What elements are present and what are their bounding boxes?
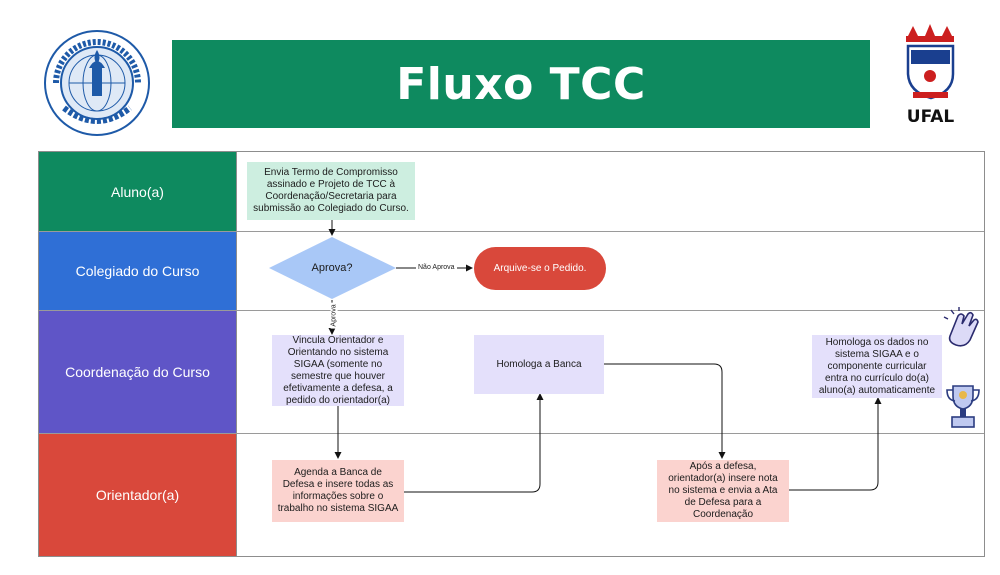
node-aprova-decision: Aprova? [311,262,353,274]
lane-header-aluno: Aluno(a) [39,152,237,231]
edge-label-nao-aprova: Não Aprova [416,264,457,271]
page-title: Fluxo TCC [396,58,646,110]
node-agenda-banca: Agenda a Banca de Defesa e insere todas … [272,460,404,522]
lane-header-coordenacao: Coordenação do Curso [39,311,237,433]
lane-header-orientador: Orientador(a) [39,434,237,556]
title-banner: Fluxo TCC [172,40,870,128]
edge-homologa-apos [604,363,726,459]
node-homologa-dados: Homologa os dados no sistema SIGAA e o c… [812,335,942,398]
decision-diamond [269,237,396,299]
swimlane-table: Aluno(a) Colegiado do Curso Coordenação … [38,151,985,557]
node-homologa-banca: Homologa a Banca [474,335,604,394]
node-vincula-orientador: Vincula Orientador e Orientando no siste… [272,335,404,406]
philosophy-course-logo [42,28,152,138]
lane-colegiado: Colegiado do Curso [39,232,984,311]
lane-coordenacao: Coordenação do Curso [39,311,984,434]
lane-orientador: Orientador(a) [39,434,984,556]
edge-apos-homologa-dados [789,397,882,491]
trophy-icon [942,380,984,430]
node-envia-termo: Envia Termo de Compromisso assinado e Pr… [247,162,415,220]
clapping-hands-icon [940,306,986,352]
node-arquive-pedido: Arquive-se o Pedido. [474,247,606,290]
ufal-logo: UFAL [878,14,983,132]
lane-aluno: Aluno(a) [39,152,984,232]
edge-agenda-homologa [404,393,544,493]
edge-label-aprova: Aprova [330,302,338,329]
ufal-brand-text: UFAL [906,107,955,127]
lane-header-colegiado: Colegiado do Curso [39,232,237,310]
node-apos-defesa: Após a defesa, orientador(a) insere nota… [657,460,789,522]
